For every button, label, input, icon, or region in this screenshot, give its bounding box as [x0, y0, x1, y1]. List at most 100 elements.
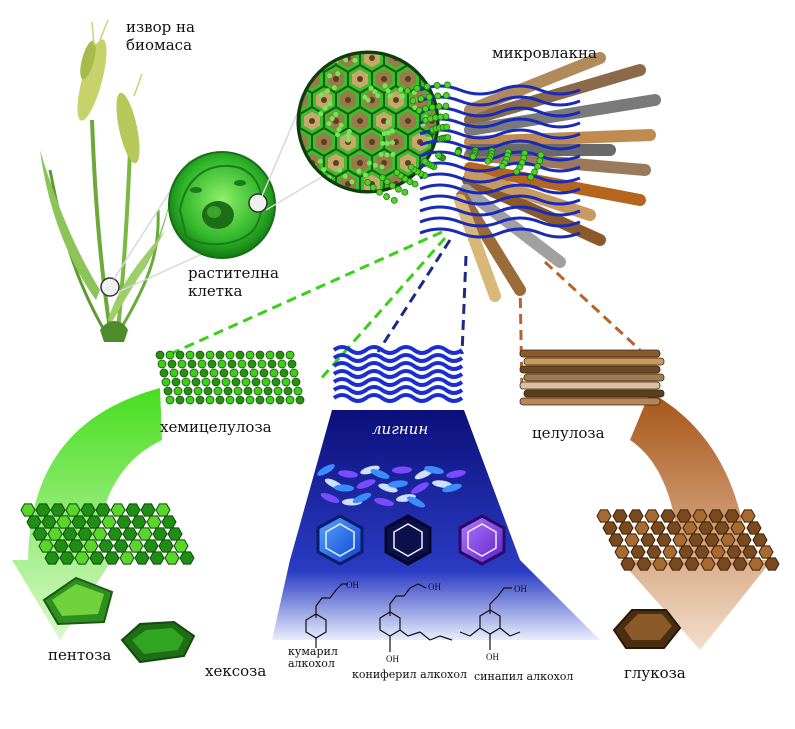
green-sugar-hex [80, 503, 96, 517]
cell-wall-hex-core [333, 160, 339, 166]
cell-wall-dot [318, 92, 324, 98]
cell-wall-dot [380, 140, 386, 146]
lignin-fragment [392, 466, 412, 474]
cell-wall-hex-core [333, 76, 339, 82]
cell-wall-dot [349, 179, 355, 185]
green-sugar-hex [110, 503, 126, 517]
glucose-hex [698, 521, 714, 535]
microfibril-rod [454, 194, 501, 302]
green-sugar-hex [74, 551, 90, 565]
cell-wall-dot [335, 71, 341, 77]
green-sugar-hex [137, 527, 153, 541]
hemicellulose-bead [253, 386, 263, 396]
lignin-fragment [360, 465, 380, 475]
glucose-sheet [596, 509, 780, 571]
cell-wall-hex-core [441, 55, 447, 61]
glucose-hex [710, 545, 726, 559]
cell-wall-dot [399, 93, 405, 99]
coniferyl-ring [384, 514, 432, 566]
monomer-structures [305, 583, 521, 652]
cell-wall-hex-core [369, 55, 375, 61]
glucose-hex [608, 533, 624, 547]
cell-wall-hex-core [300, 181, 303, 187]
hemicellulose-bead [413, 84, 421, 92]
hemicellulose-bead [277, 359, 287, 369]
hemicellulose-bead [223, 386, 233, 396]
lignin-structure [332, 345, 464, 403]
green-sugar-hex [26, 515, 42, 529]
hemicellulose-bead [207, 359, 217, 369]
hexose-shape [120, 620, 196, 664]
hemicellulose-bead [293, 386, 303, 396]
cell-wall-dot [390, 152, 396, 158]
hemicellulose-bead [409, 97, 417, 105]
cell-wall-hex-core [321, 97, 327, 103]
cell-wall-dot [338, 122, 344, 128]
glucose-hex [730, 521, 746, 535]
biomass-source-label: извор на биомаса [126, 18, 195, 54]
lignin-strand [419, 194, 581, 206]
hemicellulose-bead [269, 368, 279, 378]
hemicellulose-bead [443, 123, 451, 131]
hemicellulose-bead [422, 105, 429, 113]
hemicellulose-bead [167, 359, 177, 369]
lignin-strand [419, 117, 581, 129]
glucose-hex [656, 533, 672, 547]
hemicellulose-bead [169, 368, 179, 378]
hemicellulose-bead [187, 359, 197, 369]
cellulose-rod [523, 373, 665, 382]
green-sugar-hex [32, 527, 48, 541]
hemicellulose-bead [531, 168, 538, 176]
hemicellulose-bead [245, 350, 255, 360]
hemicellulose-bead [237, 359, 247, 369]
hemicellulose-bead [285, 350, 295, 360]
green-sugar-hex [113, 539, 129, 553]
hemicellulose-bead [273, 386, 283, 396]
hemicellulose-bead [376, 188, 383, 196]
hemicellulose-bead [201, 377, 211, 387]
glucose-hex [660, 509, 676, 523]
cell-wall-dot [368, 85, 374, 91]
cellulose-rod [519, 397, 661, 406]
hemicellulose-bead [257, 359, 267, 369]
cellulose-structure [519, 349, 665, 406]
glucose-hex [688, 533, 704, 547]
green-sugar-hex [68, 539, 84, 553]
pentose-label: пентоза [48, 646, 112, 664]
hemicellulose-bead [421, 158, 429, 165]
cell-wall-dot [375, 93, 381, 99]
lignin-fragment [334, 484, 354, 492]
sinapyl-ring [458, 514, 506, 566]
green-sugar-hex [161, 515, 177, 529]
hemicellulose-bead [390, 196, 398, 204]
hemicellulose-bead [513, 168, 521, 175]
glucose-hex [732, 557, 748, 571]
glucose-hex [714, 521, 730, 535]
cell-wall-dot [398, 87, 404, 93]
microfibril-bundle [364, 52, 661, 302]
cell-wall-dot [334, 132, 340, 138]
green-sugar-hex [128, 539, 144, 553]
green-sugar-hex [50, 503, 66, 517]
cell-wall-dot [321, 167, 327, 173]
glucose-hex [684, 557, 700, 571]
cell-wall-hex-core [357, 118, 363, 124]
cell-wall-dot [384, 152, 390, 158]
glucose-hex [652, 557, 668, 571]
hemicellulose-bead [281, 377, 291, 387]
hemicellulose-bead [404, 87, 411, 95]
zoom-point-plant [100, 277, 120, 297]
green-sugar-hex [122, 527, 138, 541]
glucose-hex [612, 509, 628, 523]
hemicellulose-bead [195, 350, 205, 360]
glucose-hex [726, 545, 742, 559]
hemicellulose-bead [179, 368, 189, 378]
hemicellulose-bead [498, 162, 506, 170]
hemicellulose-bead [235, 350, 245, 360]
cell-wall-dot [343, 57, 349, 63]
hemicellulose-bead [221, 377, 231, 387]
cell-wall-hex-core [453, 76, 459, 82]
hemicellulose-bead [205, 350, 215, 360]
cell-wall-hex-core [345, 97, 351, 103]
hemicellulose-bead [443, 92, 450, 99]
